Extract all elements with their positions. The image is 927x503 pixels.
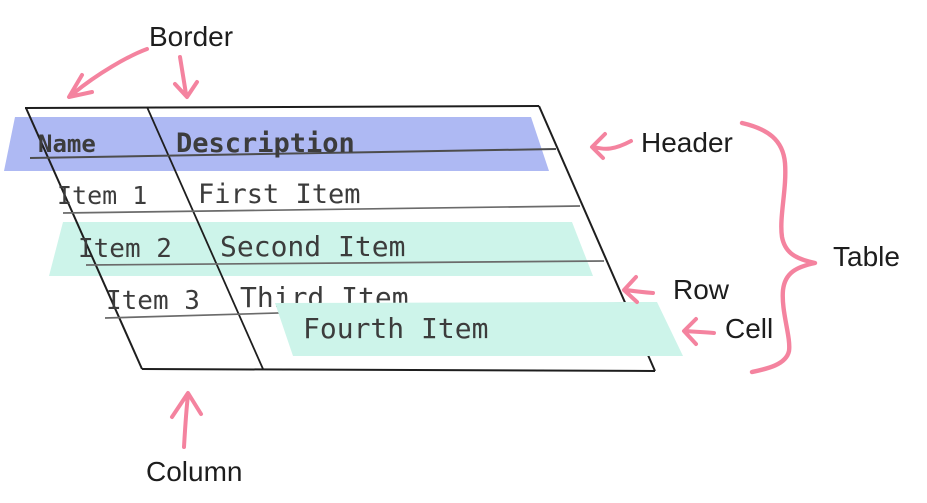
cell-fourth-item: Fourth Item — [303, 312, 488, 345]
border-arrow-straight — [173, 55, 199, 99]
label-cell: Cell — [725, 313, 774, 344]
border-arrow-curved — [67, 47, 149, 99]
column-arrow — [170, 391, 203, 449]
header-cell-name: Name — [38, 130, 96, 158]
label-header: Header — [641, 127, 733, 158]
table-border-bottom — [141, 368, 656, 372]
label-column: Column — [146, 456, 243, 487]
label-border: Border — [149, 21, 234, 52]
cell-arrow — [682, 317, 716, 346]
header-cell-description: Description — [176, 128, 355, 159]
row-line-2 — [85, 260, 605, 266]
label-row: Row — [673, 274, 730, 305]
cell-item-3: Item 3 — [106, 286, 200, 316]
label-table: Table — [833, 241, 900, 272]
header-highlight-band — [4, 117, 549, 171]
row-line-1 — [62, 205, 581, 214]
column-divider-line — [146, 106, 264, 370]
table-border-top — [24, 105, 540, 109]
table-border-left — [25, 107, 143, 370]
cell-item-1: Item 1 — [57, 181, 147, 210]
header-arrow — [590, 132, 633, 160]
table-brace — [739, 120, 818, 375]
cell-second-item: Second Item — [220, 230, 405, 263]
cell-highlight-band — [275, 302, 683, 356]
header-underline — [29, 148, 557, 159]
cell-item-2: Item 2 — [78, 234, 172, 264]
row-arrow — [622, 275, 655, 304]
cell-first-item: First Item — [198, 179, 361, 210]
